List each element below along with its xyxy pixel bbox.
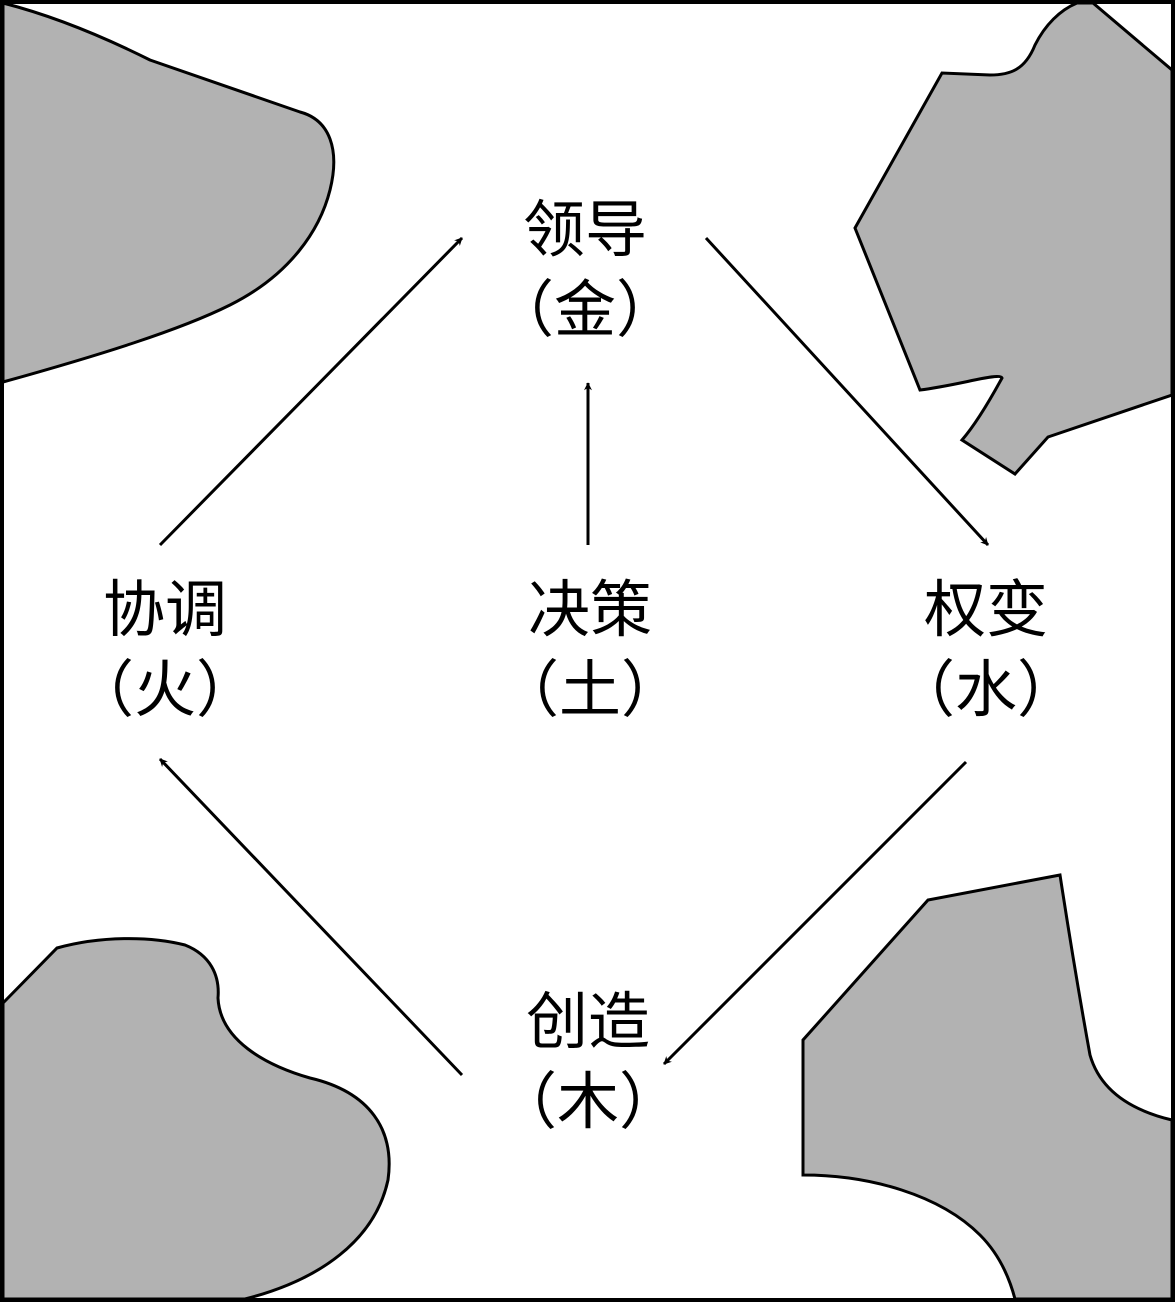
corner-blob-bottom-left bbox=[1, 937, 391, 1301]
arrow-coordination-to-leadership bbox=[158, 236, 464, 547]
node-coordination-name: 协调 bbox=[102, 573, 227, 646]
node-creation-name: 创造 bbox=[525, 985, 650, 1058]
node-leadership-name: 领导 bbox=[522, 193, 647, 266]
node-creation-element: （木） bbox=[494, 1065, 681, 1138]
arrow-creation-to-coordination bbox=[158, 757, 464, 1077]
corner-blob-bottom-right bbox=[801, 873, 1174, 1301]
node-leadership-element: （金） bbox=[491, 273, 678, 346]
corner-blob-top-left bbox=[1, 1, 336, 384]
node-coordination-element: （火） bbox=[71, 653, 258, 726]
corner-blob-top-right bbox=[853, 1, 1174, 476]
node-decision-name: 决策 bbox=[527, 573, 652, 646]
node-leadership: 领导 （金） bbox=[465, 190, 705, 350]
arrow-leadership-to-adaptation bbox=[704, 236, 990, 547]
node-adaptation: 权变 （水） bbox=[866, 570, 1106, 730]
arrow-adaptation-to-creation bbox=[662, 760, 968, 1066]
node-coordination: 协调 （火） bbox=[45, 570, 285, 730]
node-adaptation-element: （水） bbox=[892, 653, 1079, 726]
node-creation: 创造 （木） bbox=[468, 982, 708, 1142]
node-decision: 决策 （土） bbox=[470, 570, 710, 730]
node-adaptation-name: 权变 bbox=[923, 573, 1048, 646]
node-decision-element: （土） bbox=[496, 653, 683, 726]
